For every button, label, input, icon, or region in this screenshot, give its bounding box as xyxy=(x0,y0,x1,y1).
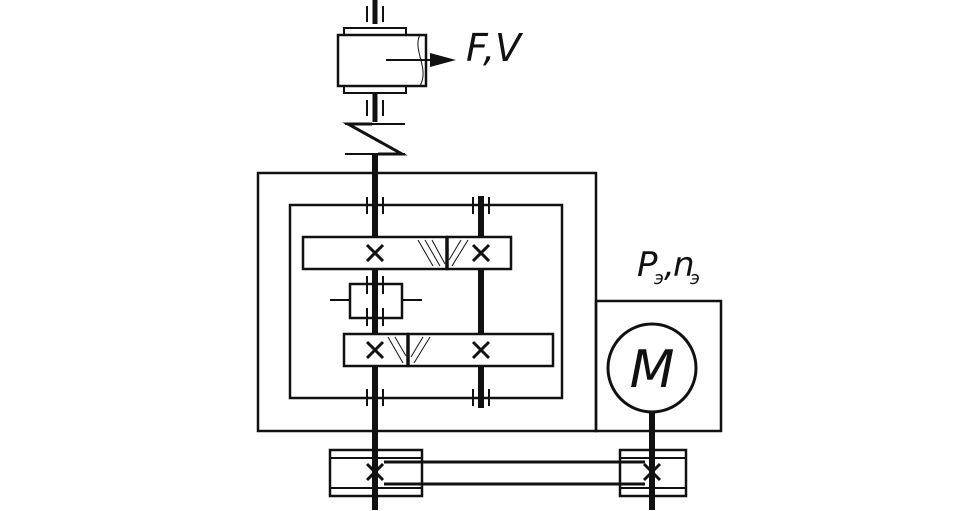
gearbox-housing-inner xyxy=(288,203,564,400)
motor-speed-symbol: n xyxy=(673,245,695,285)
motor-params-label: P э , n э xyxy=(637,245,700,289)
motor-param-separator: , xyxy=(664,245,675,285)
load-label: F,V xyxy=(466,26,524,70)
motor-power-subscript: э xyxy=(654,268,664,289)
coupling xyxy=(342,122,408,156)
force-arrowhead xyxy=(430,53,456,67)
motor-speed-subscript: э xyxy=(690,268,700,289)
coupling-zigzag xyxy=(342,122,408,156)
intermediate-coupling xyxy=(330,269,422,333)
driven-pulley xyxy=(328,448,424,498)
upper-gear-pair xyxy=(301,235,513,271)
motor-frame xyxy=(594,299,723,433)
motor-symbol: M xyxy=(630,340,675,400)
motor-power-symbol: P xyxy=(637,245,658,285)
gearbox-housing-outer xyxy=(256,171,598,433)
lower-gear-pair xyxy=(342,332,555,368)
drum-assembly xyxy=(336,0,456,122)
drive-pulley xyxy=(618,448,688,498)
belt-drive xyxy=(328,448,688,498)
